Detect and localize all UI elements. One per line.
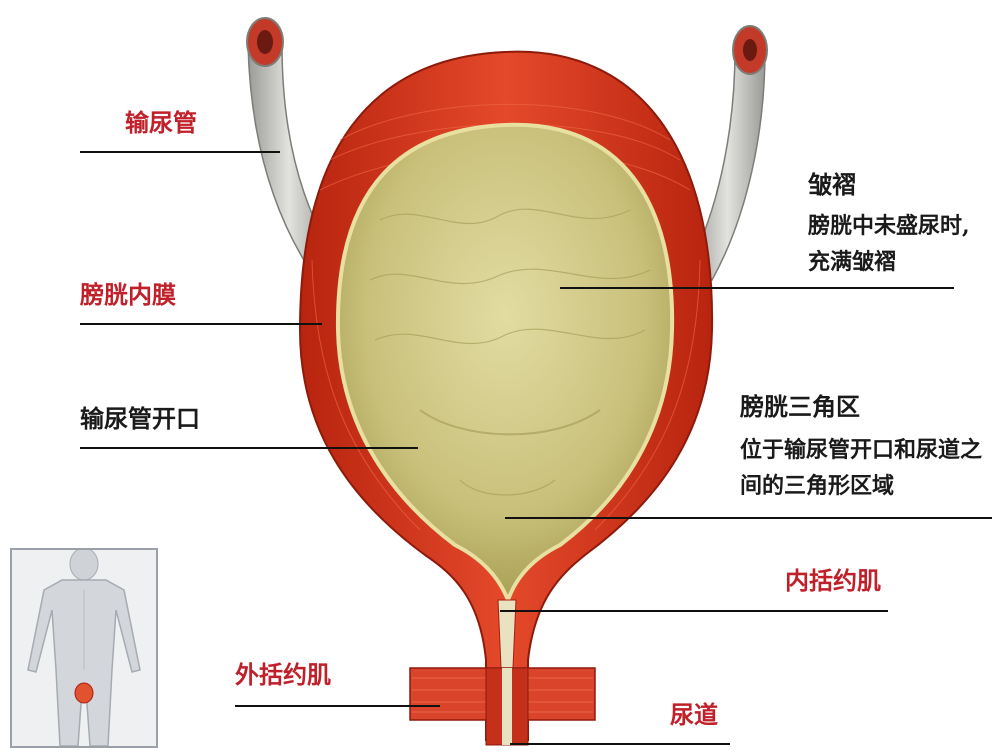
trigone-desc-line1: 位于输尿管开口和尿道之 — [740, 432, 982, 468]
trigone-desc-line2: 间的三角形区域 — [740, 468, 894, 504]
label-trigone: 膀胱三角区 — [740, 392, 860, 422]
label-internal-sphincter: 内括约肌 — [785, 566, 881, 596]
label-urethra: 尿道 — [670, 700, 718, 730]
folds-desc-line2: 充满皱褶 — [808, 244, 896, 280]
label-folds: 皱褶 — [808, 170, 856, 200]
human-body-figure — [12, 550, 156, 746]
body-location-inset — [10, 548, 158, 748]
label-bladder-mucosa: 膀胱内膜 — [80, 280, 176, 310]
label-external-sphincter: 外括约肌 — [235, 660, 331, 690]
folds-desc-line1: 膀胱中未盛尿时, — [808, 208, 970, 244]
label-ureter: 输尿管 — [125, 108, 197, 138]
label-ureter-opening: 输尿管开口 — [80, 404, 200, 434]
bladder-lumen — [338, 125, 672, 600]
